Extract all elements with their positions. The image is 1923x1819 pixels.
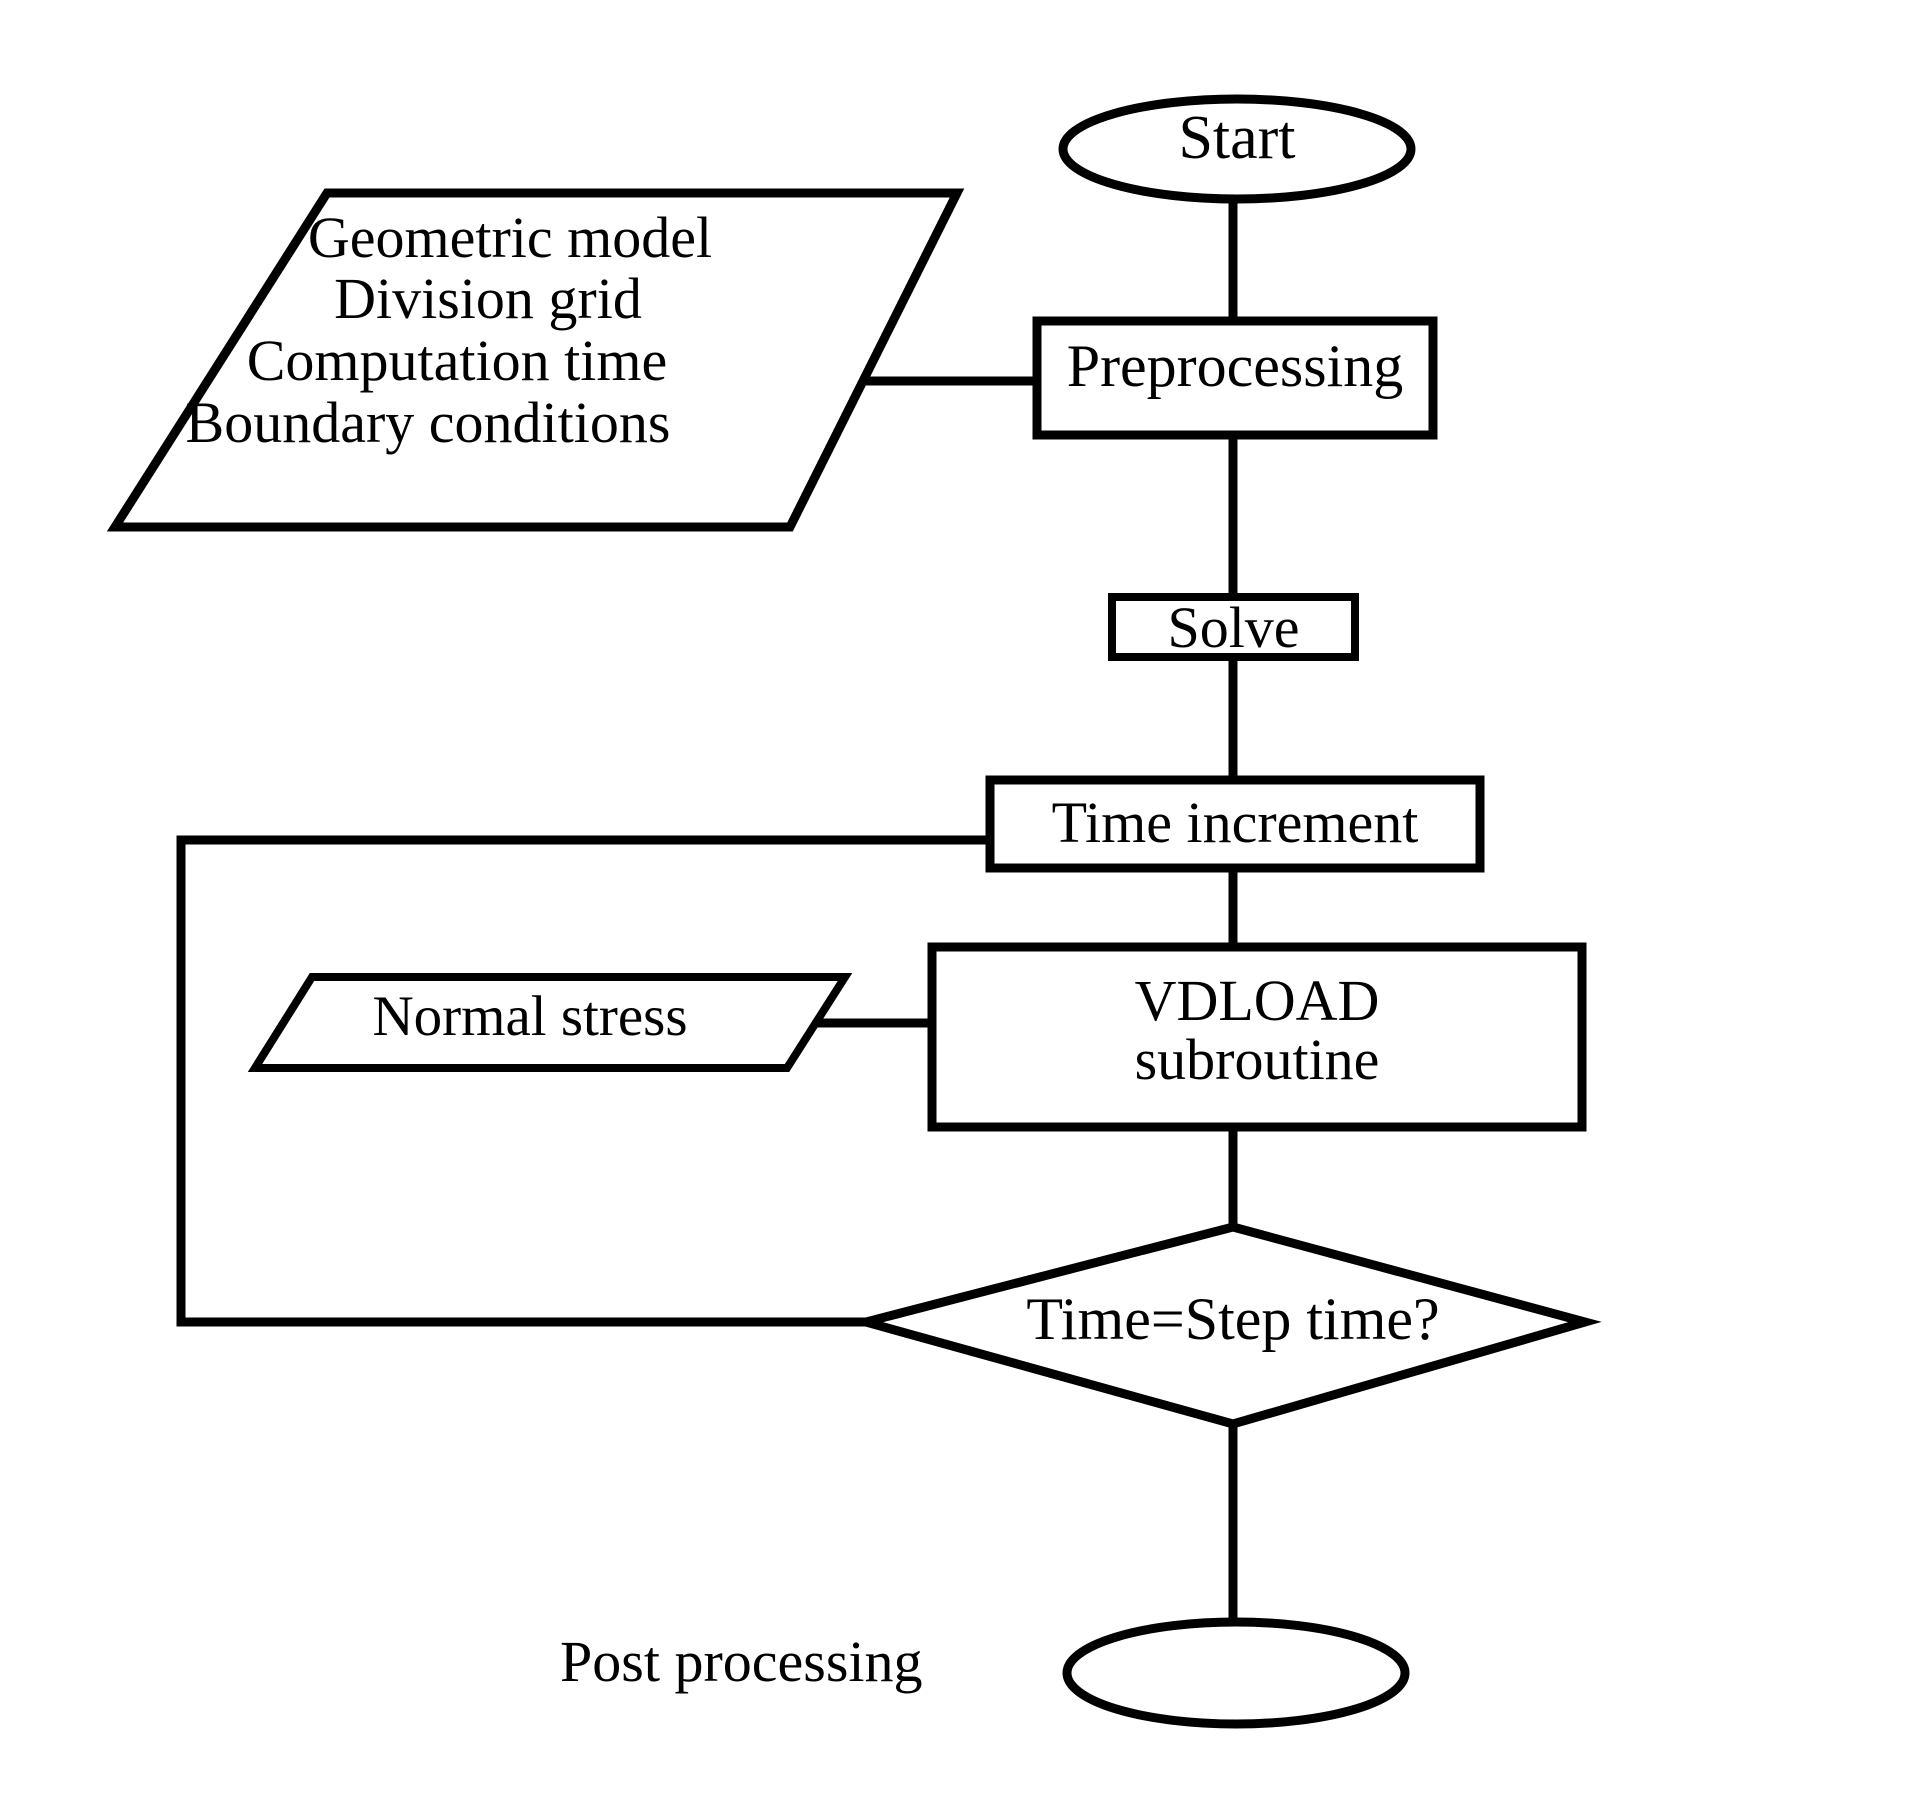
node-start-shape[interactable] [1058,94,1416,204]
connector-feedback-loop [176,835,990,1327]
node-post-processing-shape[interactable] [1062,1617,1410,1729]
node-input-parameters-shape[interactable] [106,188,965,532]
node-normal-stress-shape[interactable] [247,973,853,1072]
node-decision-shape[interactable] [848,1222,1602,1429]
node-solve-shape[interactable] [1108,593,1359,661]
node-time-increment-shape[interactable] [985,775,1485,873]
node-vdload-shape[interactable] [927,942,1587,1132]
node-preprocessing-shape[interactable] [1032,316,1438,440]
